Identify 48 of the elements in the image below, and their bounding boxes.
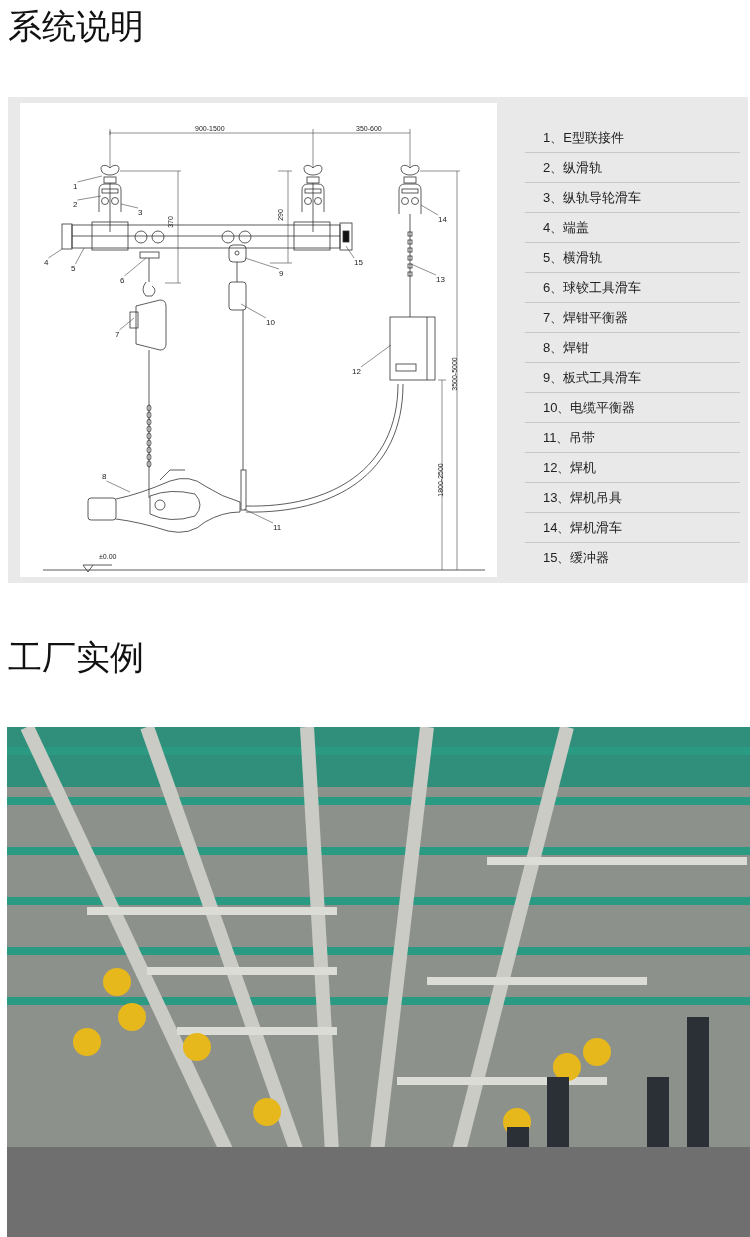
leader-line bbox=[106, 480, 131, 493]
callout-number: 9 bbox=[279, 269, 284, 278]
callout-number: 13 bbox=[436, 275, 445, 284]
leader-line bbox=[410, 263, 437, 276]
part-list-item: 7、焊钳平衡器 bbox=[543, 310, 629, 326]
part-list-item: 12、焊机 bbox=[543, 460, 597, 476]
part-list-item: 11、吊带 bbox=[543, 430, 596, 446]
part-list-item: 9、板式工具滑车 bbox=[543, 370, 642, 386]
part-list-item: 5、横滑轨 bbox=[543, 250, 603, 266]
leader-line bbox=[48, 248, 63, 259]
part-list-item: 15、缓冲器 bbox=[543, 550, 610, 566]
callout-number: 14 bbox=[438, 215, 447, 224]
part-list-item: 1、E型联接件 bbox=[543, 130, 624, 146]
callout-number: 10 bbox=[266, 318, 275, 327]
part-list-item: 8、焊钳 bbox=[543, 340, 590, 356]
leader-line bbox=[124, 257, 147, 277]
callout-number: 4 bbox=[44, 258, 49, 267]
section-heading: 工厂实例 bbox=[8, 637, 144, 677]
leader-line bbox=[345, 245, 355, 259]
part-list-item: 4、端盖 bbox=[543, 220, 590, 236]
part-list-item: 10、电缆平衡器 bbox=[543, 400, 636, 416]
part-list-item: 6、球铰工具滑车 bbox=[543, 280, 642, 296]
end-cap bbox=[61, 223, 73, 250]
callout-number: 1 bbox=[73, 182, 78, 191]
part-list-item: 13、焊机吊具 bbox=[543, 490, 623, 506]
callout-number: 5 bbox=[71, 264, 76, 273]
leader-line bbox=[120, 203, 139, 209]
callout-number: 2 bbox=[73, 200, 78, 209]
leader-line bbox=[244, 257, 280, 270]
callout-number: 7 bbox=[115, 330, 120, 339]
callout-number: 8 bbox=[102, 472, 107, 481]
callout-number: 12 bbox=[352, 367, 361, 376]
leader-line bbox=[360, 344, 392, 368]
leader-line bbox=[420, 204, 439, 216]
leader-line bbox=[243, 508, 274, 524]
part-list-item: 2、纵滑轨 bbox=[543, 160, 603, 176]
leader-line bbox=[77, 175, 103, 183]
leader-line bbox=[75, 247, 85, 265]
callout-number: 11 bbox=[273, 523, 282, 532]
section-heading: 系统说明 bbox=[8, 6, 144, 46]
leader-line bbox=[77, 195, 102, 201]
leader-line bbox=[119, 317, 135, 331]
callout-number: 3 bbox=[138, 208, 143, 217]
callout-number: 6 bbox=[120, 276, 125, 285]
part-list-item: 3、纵轨导轮滑车 bbox=[543, 190, 642, 206]
callout-number: 15 bbox=[354, 258, 363, 267]
part-list-item: 14、焊机滑车 bbox=[543, 520, 623, 536]
leader-line bbox=[240, 303, 267, 319]
